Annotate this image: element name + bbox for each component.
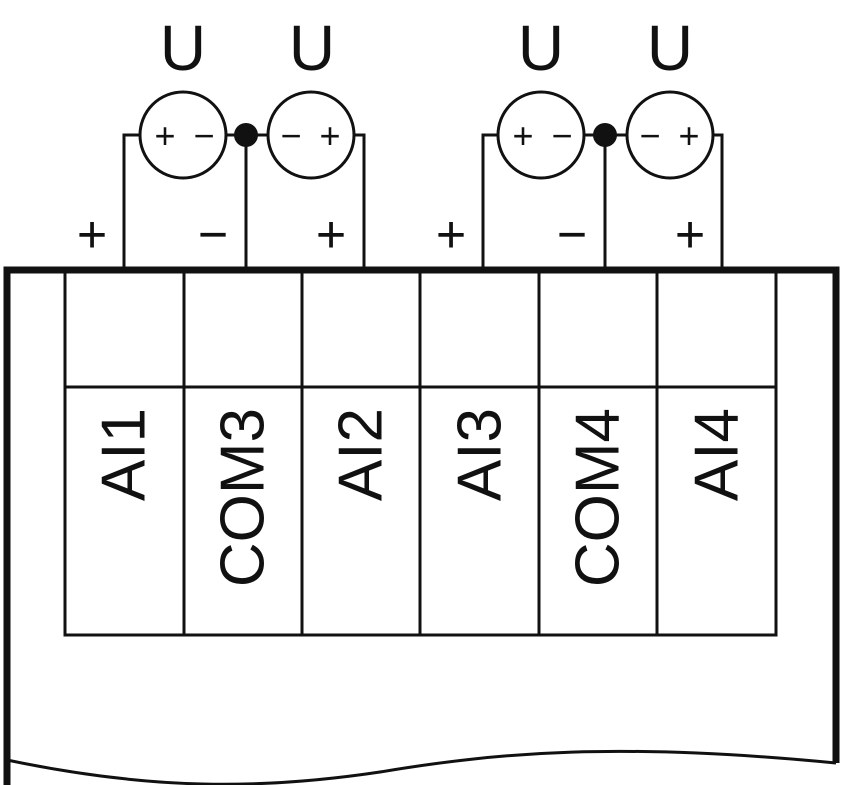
- terminal-label-ai3: AI3: [446, 408, 515, 501]
- source-3-pos-sign: +: [512, 115, 533, 156]
- wire-sign-com3: −: [198, 206, 228, 264]
- source-4-pos-sign: +: [678, 115, 699, 156]
- terminal-label-ai1: AI1: [90, 408, 159, 501]
- voltage-source-4: [625, 90, 715, 180]
- wire-sign-ai2: +: [316, 206, 346, 264]
- voltage-source-2: [266, 90, 356, 180]
- voltage-source-3: [496, 90, 586, 180]
- wire-sign-ai3: +: [436, 206, 466, 264]
- source-3-neg-sign: −: [551, 115, 572, 156]
- source-2-pos-sign: +: [319, 115, 340, 156]
- voltage-source-1: [138, 90, 228, 180]
- source-2-label: U: [289, 12, 335, 84]
- source-1-pos-sign: +: [154, 115, 175, 156]
- wire-ai2: [354, 133, 366, 268]
- source-3-label: U: [518, 12, 564, 84]
- terminal-label-ai2: AI2: [327, 408, 396, 501]
- wiring-group-2: + − − +: [481, 90, 724, 268]
- source-1-neg-sign: −: [193, 115, 214, 156]
- source-4-neg-sign: −: [639, 115, 660, 156]
- junction-dot-2: [593, 123, 617, 147]
- terminal-label-com4: COM4: [564, 408, 633, 587]
- device-housing: [3, 266, 840, 785]
- wire-ai3: [481, 133, 498, 268]
- terminal-label-com3: COM3: [209, 408, 278, 587]
- source-2-neg-sign: −: [280, 115, 301, 156]
- wire-sign-ai4: +: [675, 206, 705, 264]
- source-1-label: U: [160, 12, 206, 84]
- housing-break-line: [6, 749, 837, 785]
- terminal-label-ai4: AI4: [683, 408, 752, 501]
- wire-sign-com4: −: [557, 206, 587, 264]
- wire-sign-ai1: +: [77, 206, 107, 264]
- wire-ai1: [122, 133, 140, 268]
- wiring-group-1: + − − +: [122, 90, 366, 268]
- wire-ai4: [713, 133, 724, 268]
- junction-dot-1: [234, 123, 258, 147]
- terminal-block: AI1 COM3 AI2 AI3 COM4 AI4: [63, 273, 778, 637]
- source-4-label: U: [647, 12, 693, 84]
